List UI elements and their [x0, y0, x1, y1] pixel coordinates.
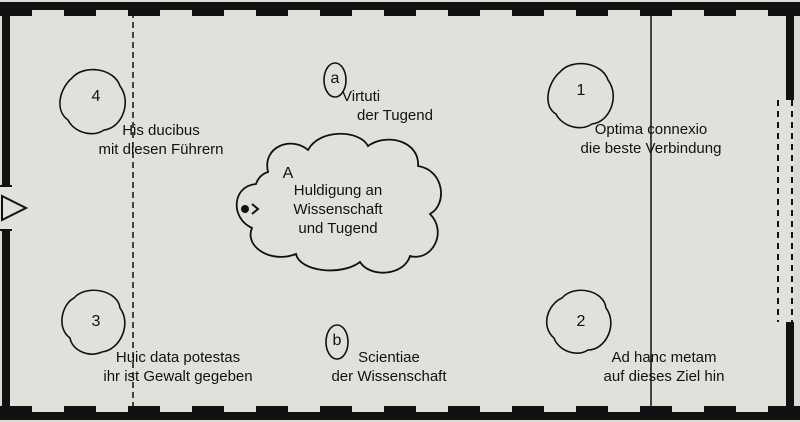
- label-4-line: mit diesen Führern: [98, 141, 224, 158]
- label-id-2: 2: [576, 313, 586, 330]
- oval-b: [325, 324, 349, 360]
- label-2-line: auf dieses Ziel hin: [603, 368, 725, 385]
- border-check-bottom: [256, 406, 288, 420]
- entrance-arrow-icon: [1, 194, 29, 222]
- label-2: Ad hanc metam auf dieses Ziel hin: [584, 348, 744, 386]
- border-check-top: [256, 2, 288, 16]
- label-2-line: Ad hanc metam: [611, 349, 717, 366]
- border-check-top: [128, 2, 160, 16]
- label-a: Virtuti der Tugend: [342, 87, 448, 125]
- center-pointer-icon: [251, 203, 260, 215]
- blob-4: [59, 68, 126, 135]
- border-check-bottom: [512, 406, 544, 420]
- border-check-top: [640, 2, 672, 16]
- label-id-4: 4: [91, 88, 101, 105]
- label-id-3: 3: [91, 313, 101, 330]
- label-3-line: Huic data potestas: [115, 349, 241, 366]
- label-4-line: His ducibus: [122, 122, 200, 139]
- label-a-line: Virtuti: [342, 88, 381, 105]
- border-check-top: [576, 2, 608, 16]
- border-check-bottom: [128, 406, 160, 420]
- central-cloud: [235, 132, 442, 274]
- border-check-bottom: [384, 406, 416, 420]
- border-check-top: [448, 2, 480, 16]
- label-1-line: die beste Verbindung: [580, 140, 722, 157]
- label-id-a: a: [330, 70, 340, 87]
- border-check-top: [64, 2, 96, 16]
- label-3-line: ihr ist Gewalt gegeben: [103, 368, 253, 385]
- border-check-top: [0, 2, 32, 16]
- center-label-line: und Tugend: [298, 220, 378, 237]
- label-id-1: 1: [576, 82, 586, 99]
- label-b-line: der Wissenschaft: [331, 368, 447, 385]
- blob-3: [61, 289, 126, 355]
- center-label: Huldigung an Wissenschaft und Tugend: [268, 181, 408, 238]
- blob-2: [545, 289, 612, 354]
- label-1: Optima connexio die beste Verbindung: [560, 120, 742, 158]
- border-check-bottom: [448, 406, 480, 420]
- label-id-A: A: [282, 165, 294, 182]
- label-3: Huic data potestas ihr ist Gewalt gegebe…: [78, 348, 278, 386]
- label-a-line: der Tugend: [357, 107, 433, 124]
- label-1-line: Optima connexio: [594, 121, 708, 138]
- border-check-bottom: [192, 406, 224, 420]
- label-4: His ducibus mit diesen Führern: [76, 121, 246, 159]
- border-check-bottom: [0, 406, 32, 420]
- border-check-bottom: [768, 406, 800, 420]
- border-check-top: [768, 2, 800, 16]
- border-check-top: [512, 2, 544, 16]
- label-id-b: b: [332, 332, 342, 349]
- center-label-line: Wissenschaft: [293, 201, 383, 218]
- border-check-bottom: [640, 406, 672, 420]
- border-check-top: [192, 2, 224, 16]
- border-check-top: [704, 2, 736, 16]
- border-check-bottom: [576, 406, 608, 420]
- window-opening: [778, 100, 794, 322]
- center-label-line: Huldigung an: [293, 182, 383, 199]
- label-b-line: Scientiae: [358, 349, 420, 366]
- label-b: Scientiae der Wissenschaft: [316, 348, 462, 386]
- border-check-top: [384, 2, 416, 16]
- border-check-bottom: [704, 406, 736, 420]
- border-check-bottom: [320, 406, 352, 420]
- center-dot-icon: [241, 205, 249, 213]
- oval-a: [323, 62, 347, 98]
- border-check-bottom: [64, 406, 96, 420]
- border-check-top: [320, 2, 352, 16]
- blob-1: [547, 62, 614, 129]
